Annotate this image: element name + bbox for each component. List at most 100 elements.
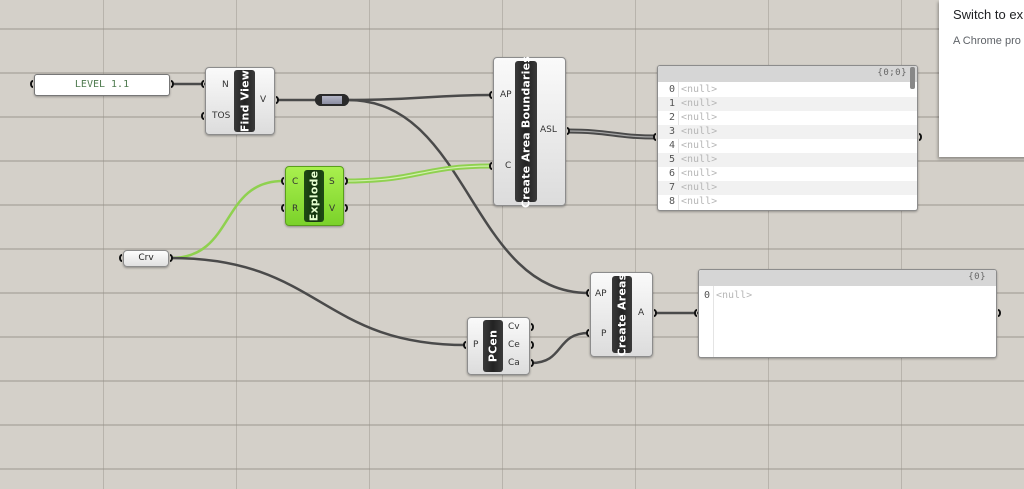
explode-component[interactable]: C R Explode S V <box>285 166 344 226</box>
pcen-output-ca[interactable]: Ca <box>508 358 520 368</box>
chrome-popup-title: Switch to ex <box>953 7 1024 22</box>
level-panel-input-grip[interactable] <box>30 80 33 88</box>
cab-title: Create Area Boundaries <box>519 55 533 208</box>
find-view-title: Find View <box>238 69 251 133</box>
find-view-component[interactable]: N TOS Find View V <box>205 67 275 135</box>
row-value: <null> <box>681 182 718 193</box>
explode-grip-c[interactable] <box>281 177 284 185</box>
boundaries-panel-gutter <box>658 82 679 210</box>
pcen-input-p[interactable]: P <box>473 340 479 350</box>
find-view-grip-n[interactable] <box>201 80 204 88</box>
row-value: <null> <box>681 154 718 165</box>
list-item: 0 <null> <box>699 289 996 303</box>
boundaries-panel-output-grip[interactable] <box>919 133 922 141</box>
explode-input-r[interactable]: R <box>292 204 299 214</box>
row-index: 0 <box>668 84 675 95</box>
row-value: <null> <box>681 196 718 207</box>
curve-param-output-grip[interactable] <box>170 254 173 262</box>
create-areas-grip-ap[interactable] <box>586 289 589 297</box>
create-areas-title-strip: Create Areas <box>612 273 632 356</box>
row-index: 4 <box>668 140 675 151</box>
row-index: 2 <box>668 112 675 123</box>
explode-grip-v[interactable] <box>345 204 348 212</box>
row-index: 6 <box>668 168 675 179</box>
row-index: 5 <box>668 154 675 165</box>
cab-input-c[interactable]: C <box>505 161 512 171</box>
pcen-output-cv[interactable]: Cv <box>508 322 520 332</box>
pcen-component[interactable]: P PCen Cv Ce Ca <box>467 317 530 375</box>
pcen-output-ce[interactable]: Ce <box>508 340 520 350</box>
list-item: 1 <null> <box>658 97 917 111</box>
row-index: 0 <box>703 290 710 301</box>
create-areas-component[interactable]: AP P Create Areas A <box>590 272 653 357</box>
relay-node[interactable] <box>315 94 349 106</box>
row-value: <null> <box>716 290 753 301</box>
list-item: 3 <null> <box>658 125 917 139</box>
boundaries-panel-scrollbar[interactable] <box>910 67 915 89</box>
areas-panel-path: {0} <box>968 272 986 282</box>
explode-input-c[interactable]: C <box>292 177 299 187</box>
list-item: 2 <null> <box>658 111 917 125</box>
cab-grip-c[interactable] <box>489 162 492 170</box>
chrome-profile-popup[interactable]: Switch to ex A Chrome pro exists <box>939 0 1024 157</box>
find-view-grip-v[interactable] <box>276 96 279 104</box>
level-panel-output-grip[interactable] <box>171 80 174 88</box>
pcen-grip-cv[interactable] <box>531 323 534 331</box>
create-areas-grip-p[interactable] <box>586 329 589 337</box>
list-item: 0 <null> <box>658 83 917 97</box>
find-view-grip-tos[interactable] <box>201 112 204 120</box>
create-area-boundaries-component[interactable]: AP C Create Area Boundaries ASL <box>493 55 566 208</box>
explode-title: Explode <box>307 170 321 222</box>
curve-param-input-grip[interactable] <box>119 254 122 262</box>
areas-panel-gutter <box>699 286 714 357</box>
list-item: 6<null> <box>658 167 917 181</box>
pcen-title: PCen <box>486 329 500 363</box>
create-areas-output-a[interactable]: A <box>638 308 645 318</box>
create-areas-title: Create Areas <box>615 273 629 356</box>
row-index: 7 <box>668 182 675 193</box>
list-item: 7 <null> <box>658 181 917 195</box>
explode-title-strip: Explode <box>304 170 324 222</box>
explode-grip-s[interactable] <box>345 177 348 185</box>
create-areas-grip-a[interactable] <box>654 309 657 317</box>
row-value: <null> <box>681 112 718 123</box>
chrome-popup-body: A Chrome pro exists <box>953 35 1024 47</box>
list-item: 5 <null> <box>658 153 917 167</box>
row-value: <null> <box>681 126 718 137</box>
explode-output-v[interactable]: V <box>329 204 336 214</box>
row-value: <null> <box>681 98 718 109</box>
row-value: <null> <box>681 84 718 95</box>
explode-grip-r[interactable] <box>281 204 284 212</box>
row-index: 1 <box>668 98 675 109</box>
cab-title-strip: Create Area Boundaries <box>515 55 537 208</box>
areas-panel-header: {0} <box>699 270 996 286</box>
cab-input-ap[interactable]: AP <box>500 90 512 100</box>
row-index: 8 <box>668 196 675 207</box>
boundaries-panel[interactable]: {0;0} 0 <null> 1 <null> 2 <null> 3 <null> 4 <… <box>657 65 918 211</box>
curve-param-label: Crv <box>138 253 154 263</box>
explode-output-s[interactable]: S <box>329 177 335 187</box>
create-areas-input-ap[interactable]: AP <box>595 289 607 299</box>
pcen-grip-p[interactable] <box>463 341 466 349</box>
row-value: <null> <box>681 140 718 151</box>
boundaries-panel-input-grip[interactable] <box>653 133 656 141</box>
list-item: 8 <null> <box>658 195 917 209</box>
find-view-input-n[interactable]: N <box>222 80 229 90</box>
areas-panel-output-grip[interactable] <box>998 309 1001 317</box>
areas-panel[interactable]: {0} 0 <null> <box>698 269 997 358</box>
find-view-output-v[interactable]: V <box>260 95 267 105</box>
curve-param[interactable]: Crv <box>123 250 169 267</box>
pcen-grip-ca[interactable] <box>531 359 534 367</box>
pcen-title-strip: PCen <box>483 320 503 372</box>
cab-grip-asl[interactable] <box>567 127 570 135</box>
pcen-grip-ce[interactable] <box>531 341 534 349</box>
cab-grip-ap[interactable] <box>489 91 492 99</box>
find-view-input-tos[interactable]: TOS <box>212 111 231 121</box>
cab-output-asl[interactable]: ASL <box>540 125 557 135</box>
boundaries-panel-header: {0;0} <box>658 66 917 82</box>
row-index: 3 <box>668 126 675 137</box>
areas-panel-input-grip[interactable] <box>694 309 697 317</box>
create-areas-input-p[interactable]: P <box>601 329 607 339</box>
level-text-panel[interactable]: LEVEL 1.1 <box>34 74 170 96</box>
level-text-value: LEVEL 1.1 <box>74 79 130 90</box>
